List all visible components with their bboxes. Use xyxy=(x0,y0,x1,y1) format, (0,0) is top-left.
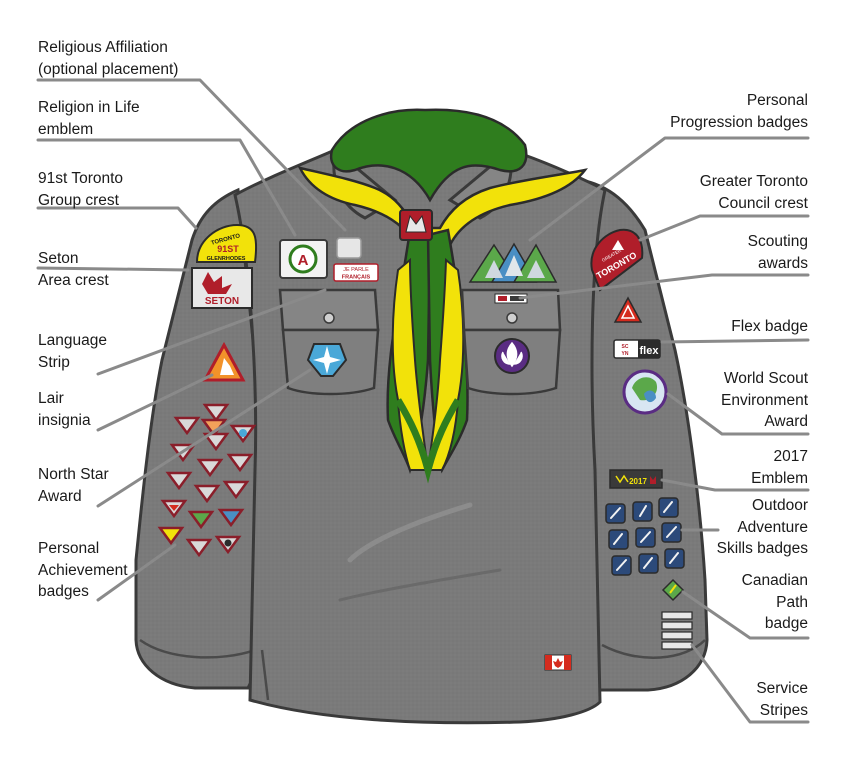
language-strip-line2: FRANÇAIS xyxy=(342,275,371,281)
world-scout-environment-award xyxy=(622,369,668,415)
leader-personal-progression xyxy=(528,136,810,242)
leader-world-scout-env xyxy=(666,392,810,436)
world-membership-badge xyxy=(494,338,530,374)
flex-badge-text: flex xyxy=(640,345,660,357)
north-star-award xyxy=(306,343,348,377)
flex-badge-small-2: YN xyxy=(622,351,629,357)
emblem-2017: 2017 xyxy=(609,469,663,489)
group-crest-number: 91ST xyxy=(217,244,239,254)
language-strip: JE PARLE FRANÇAIS xyxy=(333,263,379,282)
leader-lair-insignia xyxy=(96,373,214,432)
label-religious-affiliation: Religious Affiliation (optional placemen… xyxy=(38,39,179,78)
label-personal-achievement: Personal Achievement badges xyxy=(38,540,128,600)
scouting-award-patch xyxy=(613,296,643,323)
group-crest: TORONTO 91ST GLENRHODES xyxy=(195,223,258,263)
leader-lines xyxy=(36,78,810,724)
language-strip-line1: JE PARLE xyxy=(343,267,369,273)
outdoor-adventure-skills-badges xyxy=(605,497,685,576)
label-north-star: North Star Award xyxy=(38,466,109,505)
leader-area-crest xyxy=(36,266,190,272)
religion-in-life-emblem: A xyxy=(279,239,328,279)
area-crest: SETON xyxy=(191,267,253,309)
neckerchief xyxy=(297,108,588,484)
religious-affiliation-patch xyxy=(336,237,362,259)
label-religion-in-life: Religion in Life emblem xyxy=(38,99,140,138)
label-area-crest: Seton Area crest xyxy=(38,250,109,289)
label-scouting-awards: Scouting awards xyxy=(747,233,808,272)
personal-progression-badges xyxy=(468,242,558,283)
group-crest-bottom-text: GLENRHODES xyxy=(207,256,246,262)
label-world-scout-env: World Scout Environment Award xyxy=(720,370,808,430)
area-crest-text: SETON xyxy=(205,296,239,307)
canada-flag-patch xyxy=(544,654,572,671)
leader-emblem-2017 xyxy=(660,478,810,492)
label-flex-badge: Flex badge xyxy=(731,318,808,335)
leader-scouting-awards xyxy=(518,273,810,300)
lair-insignia xyxy=(202,341,246,382)
label-lair-insignia: Lair insignia xyxy=(38,390,91,429)
leader-group-crest xyxy=(36,206,198,230)
label-service-stripes: Service Stripes xyxy=(756,680,808,719)
left-sleeve xyxy=(134,187,264,690)
leader-flex-badge xyxy=(660,338,810,344)
label-group-crest: 91st Toronto Group crest xyxy=(38,170,124,209)
canadian-path-badge xyxy=(661,578,685,602)
council-crest: GREATER TORONTO xyxy=(590,228,644,292)
leader-service-stripes xyxy=(690,643,810,724)
label-council-crest: Greater Toronto Council crest xyxy=(699,173,808,212)
label-canadian-path: Canadian Path badge xyxy=(741,572,808,632)
flex-badge: SC YN flex xyxy=(613,339,661,359)
svg-text:A: A xyxy=(298,252,309,269)
flex-badge-small-1: SC xyxy=(622,344,629,350)
leader-north-star xyxy=(96,368,312,508)
leader-religion-in-life xyxy=(36,138,297,237)
leader-language-strip xyxy=(96,288,327,376)
leader-canadian-path xyxy=(681,590,810,640)
leader-religious-affiliation xyxy=(36,78,347,232)
personal-achievement-badges xyxy=(157,403,257,558)
service-stripes xyxy=(661,611,693,650)
emblem-2017-text: 2017 xyxy=(629,477,647,486)
leader-council-crest xyxy=(638,214,810,242)
label-personal-progression: Personal Progression badges xyxy=(670,92,808,131)
leader-personal-achievement xyxy=(96,543,177,602)
label-outdoor-adventure: Outdoor Adventure Skills badges xyxy=(716,497,808,557)
label-language-strip: Language Strip xyxy=(38,332,107,371)
label-emblem-2017: 2017 Emblem xyxy=(751,448,808,487)
